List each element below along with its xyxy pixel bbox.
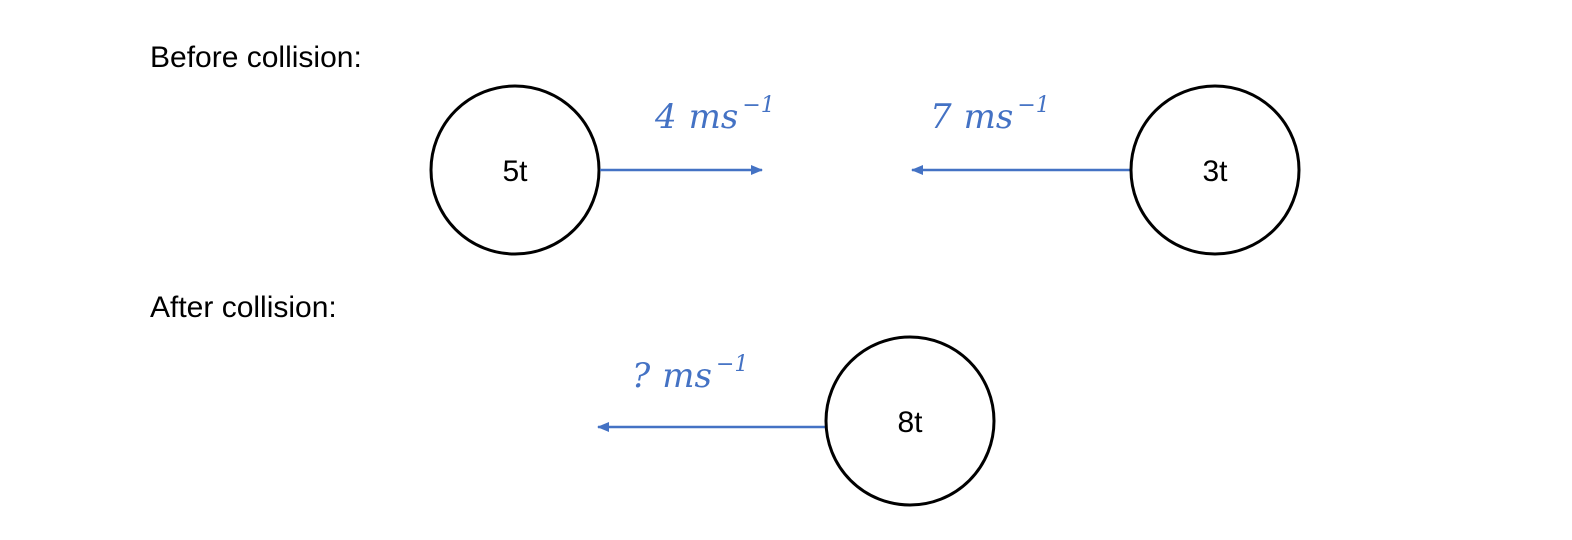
velocity-label-4: 4 ms −1 — [654, 93, 775, 137]
before-heading: Before collision: — [150, 41, 362, 74]
ball-5t-label: 5t — [502, 155, 528, 188]
velocity-label-unknown: ? ms −1 — [632, 352, 748, 396]
ball-3t: 3t — [1129, 84, 1301, 256]
ball-8t-label: 8t — [897, 406, 923, 439]
ball-5t: 5t — [429, 84, 601, 256]
velocity-label-7: 7 ms −1 — [930, 93, 1050, 137]
ball-3t-label: 3t — [1202, 155, 1228, 188]
after-heading: After collision: — [150, 291, 337, 324]
ball-8t: 8t — [824, 335, 996, 507]
